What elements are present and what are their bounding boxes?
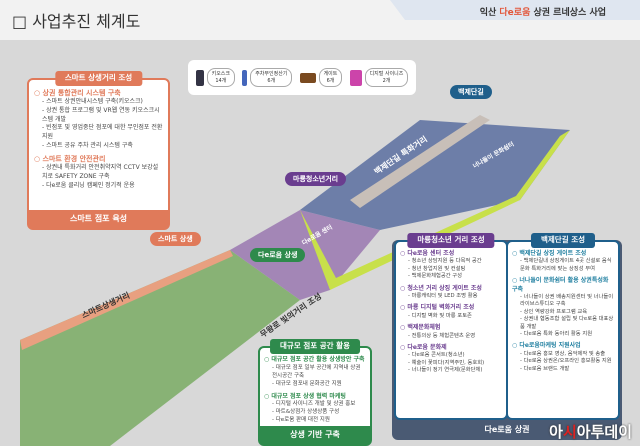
smart-zone	[20, 250, 300, 446]
large-store-box: 대규모 점포 공간 활용 ○ 대규모 점포 공간 활용 상생방안 구축 - 대규…	[258, 339, 372, 446]
item: - 전통의상 등 체험콘텐츠 운영	[408, 332, 476, 339]
smart-street	[20, 250, 233, 350]
label: 게이트	[323, 71, 338, 77]
wm-c: 아투데이	[576, 423, 632, 441]
item: - 너나들이 상권 배송지원센터 및 너나들이 라이브스튜디오 구축	[520, 293, 614, 308]
section-title: ○ 마룡 디지털 벽화거리 조성	[400, 304, 475, 312]
item: - 마트&상점가 상생상품 구성	[272, 409, 340, 416]
page-title: □ 사업추진 체계도	[12, 12, 141, 31]
wm-a: 아	[549, 423, 563, 441]
box-footer: 스마트 점포 육성	[29, 210, 168, 228]
section-title: ○ 상권 통합관리 시스템 구축	[34, 89, 121, 97]
item: - 다e로움 판매 대전 지원	[272, 417, 330, 424]
label: 디지털 사이니즈	[369, 71, 404, 77]
count: 14개	[215, 77, 227, 84]
section-title: ○ 다e로움마케팅 지원사업	[512, 342, 581, 350]
section-title: ○ 백제문화체험	[400, 324, 441, 332]
section-title: ○ 다e로움 센터 조성	[400, 250, 455, 257]
box-footer: 상생 기반 구축	[260, 426, 370, 444]
smart-tag: 스마트 상생	[150, 232, 201, 246]
section-title: ○ 백제단길 상징 게이트 조성	[512, 250, 587, 257]
panel-footer: 다e로움 상권	[484, 425, 530, 434]
item: - 스마트 상권안내시스템 구축(키오스크)	[42, 98, 143, 106]
item: - 백제문화체험공간 구성	[408, 273, 463, 280]
item: - 상인 역량강화 프로그램 교육	[520, 308, 588, 315]
item: - 디지털 사이니즈 개발 및 상권 홍보	[272, 401, 356, 408]
smart-box: 스마트 상생거리 조성 ○ 상권 통합관리 시스템 구축 - 스마트 상권안내시…	[27, 71, 170, 230]
wm-b: 시	[562, 423, 577, 441]
item: - 디지털 벽화 및 마룡 포토존	[408, 312, 472, 319]
baekje-tag: 백제단길	[450, 85, 492, 99]
baekje-box: 백제단길 조성 ○ 백제단길 상징 게이트 조성 - 백제단길내 상징게이트 4…	[506, 233, 620, 420]
item: - 다e로움 상권온/오프라인 홍보활동 지원	[520, 358, 612, 365]
item: - 빈점포 및 영업중단 점포에 대한 무인점포 전환 지원	[42, 124, 163, 140]
box-header: 백제단길 조성	[530, 233, 596, 248]
item: - 백제단길내 상징게이트 4곳 신설로 음식문화 특화거리에 맞는 상징성 부…	[520, 258, 612, 272]
section-title: ○ 대규모 점포 상생 협력 마케팅	[264, 392, 346, 400]
watermark-logo: 아시아투데이	[549, 421, 632, 442]
count: 6개	[267, 77, 276, 84]
item: - 다e로움 콘서트(청소년)	[408, 352, 465, 359]
item: - 너나들이 정기 연극제(문화단체)	[408, 367, 483, 374]
item: - 예술이 꽃피다(지역주민, 동호회)	[408, 359, 485, 366]
box-header: 대규모 점포 공간 활용	[270, 339, 360, 354]
item: - 다e로움 특화 동아리 활동 지원	[520, 331, 593, 338]
item: - 청년 창업지원 및 컨설팅	[408, 265, 466, 272]
item: - 대규모 점포 일부 공간에 지역내 상권 전시공간 구축	[272, 364, 361, 379]
box-header: 스마트 상생거리 조성	[54, 71, 143, 86]
light-street	[300, 130, 570, 290]
item: - 청소년 상담지원 등 다목적 공간	[408, 258, 482, 265]
count: 6개	[326, 77, 335, 84]
box-header: 마룡청소년 거리 조성	[407, 233, 495, 248]
banner-text: 상권 르네상스 사업	[530, 8, 606, 18]
marong-box: 마룡청소년 거리 조성 ○ 다e로움 센터 조성 - 청소년 상담지원 등 다목…	[394, 233, 508, 420]
item: - 상권내 협동조합 설립 및 다e로움 대표상품 개발	[520, 316, 614, 330]
parking-meter-icon	[242, 69, 248, 86]
section-title: ○ 청소년 거리 상징 게이트 조성	[400, 284, 482, 292]
item: - 다e로움 클리닝 캠페인 정기적 운용	[42, 181, 135, 189]
section-title: ○ 스마트 환경 안전관리	[34, 155, 106, 164]
label: 주차무인정산기	[255, 71, 288, 77]
section-title: ○ 너나들이 문화쉼터 활용 상권특성화 구축	[512, 277, 609, 293]
digital-signage-icon	[349, 69, 362, 86]
dae-tag: 다e로움 상생	[250, 248, 306, 262]
banner-highlight: 다e로움	[499, 8, 531, 18]
label: 키오스크	[211, 71, 230, 77]
section-title: ○ 다e로움 문화제	[400, 344, 447, 351]
item: - 스마트 공유 주차 관리 시스템 구축	[42, 141, 133, 149]
item: - 다e로움 브랜드 개발	[520, 365, 570, 372]
kiosk-icon	[195, 69, 204, 86]
banner-text: 익산	[479, 8, 500, 18]
item: - 마룡캐릭터 및 LED 조명 활용	[408, 293, 478, 299]
item: - 다e로움 홍보 영상, 음악제작 및 송출	[520, 350, 606, 357]
item: - 대규모 점포내 문화공간 지원	[272, 380, 342, 387]
section-title: ○ 대규모 점포 공간 활용 상생방안 구축	[264, 356, 365, 363]
item: - 상권내 특화거리 안전취약지역 CCTV 보강설치로 SAFETY ZONE…	[42, 164, 159, 181]
marong-tag: 마룡청소년거리	[285, 172, 347, 186]
project-banner: 익산 다e로움 상권 르네상스 사업	[390, 0, 640, 20]
count: 2개	[382, 77, 391, 84]
gate-icon	[299, 72, 316, 83]
item: - 상권 통합 프로그램 및 VR웹 연동 키오스크시스템 개발	[42, 106, 160, 123]
